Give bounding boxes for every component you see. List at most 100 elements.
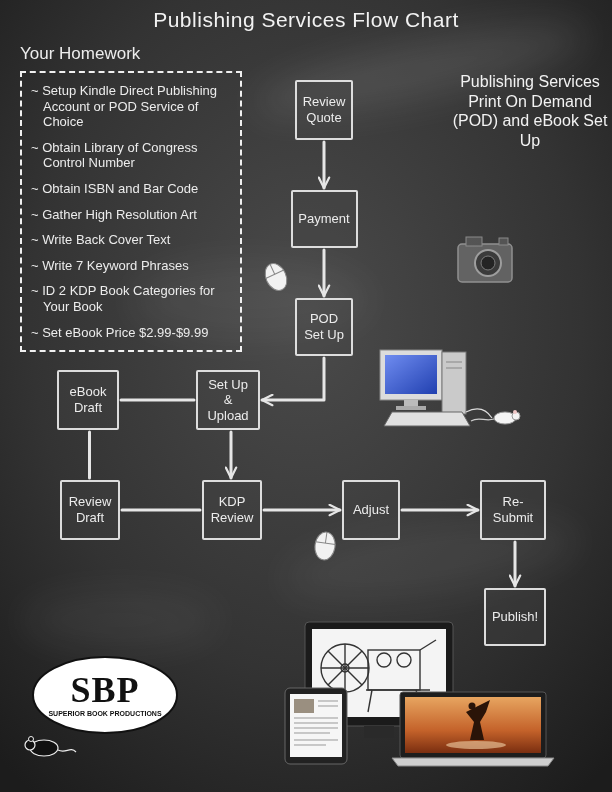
dashed-frame: ~ Setup Kindle Direct Publishing Account… [20,71,242,352]
process-box: Adjust [342,480,400,540]
desktop-computer [404,400,418,407]
laptop [392,692,554,766]
tablet [294,728,338,729]
printing-press-sketch [321,644,369,692]
flow-connector [323,250,326,296]
laptop [446,741,506,749]
tablet [318,701,338,702]
desktop-computer [380,350,492,426]
tablet [294,699,314,713]
flow-connector [402,509,478,512]
flow-connector [262,358,324,400]
tablet [294,733,330,734]
laptop [469,703,476,710]
process-box: eBook Draft [57,370,119,430]
side-heading: Publishing Services Print On Demand (POD… [452,72,608,150]
checklist-item: ~ Obtain ISBN and Bar Code [31,181,231,197]
box-label: Review Quote [301,94,347,125]
printing-press-sketch [368,690,372,712]
logo-oval [33,657,177,733]
tablet [285,688,347,764]
process-box: Re-Submit [480,480,546,540]
tablet [285,688,347,764]
mouse-icon [261,260,291,294]
laptop [400,692,546,758]
mouse-icon [313,531,337,562]
checklist-item: ~ Write 7 Keyword Phrases [31,258,231,274]
printing-press-sketch [366,689,430,690]
checklist-item: ~ Set eBook Price $2.99-$9.99 [31,325,231,341]
camera-sketch [466,237,482,246]
printing-press-sketch [420,640,436,650]
process-box: Payment [291,190,358,248]
tablet [294,740,338,741]
mouse-icon [266,270,284,278]
logo-text: SUPERIOR BOOK PRODUCTIONS [48,710,161,718]
black-rodent [58,750,76,752]
flow-connector [230,432,233,478]
flow-connector [323,142,326,188]
box-label: Publish! [490,609,540,625]
desktop-computer [380,350,442,400]
process-box: Review Quote [295,80,353,140]
checklist-item: ~ ID 2 KDP Book Categories for Your Book [31,283,231,314]
process-box: Set Up & Upload [196,370,260,430]
mouse-icon [313,531,337,562]
checklist-item: ~ Write Back Cover Text [31,232,231,248]
chart-title: Publishing Services Flow Chart [0,8,612,32]
tablet [294,718,338,719]
flow-connector [88,432,91,478]
printing-press-sketch [377,653,391,667]
process-box: KDP Review [202,480,262,540]
box-label: Payment [297,211,352,227]
tablet [318,706,338,707]
box-label: Re-Submit [486,494,540,525]
panel-heading: Your Homework [20,44,242,64]
camera-sketch [458,237,512,282]
logo-badge: SBP SUPERIOR BOOK PRODUCTIONS [31,655,179,735]
process-box: Review Draft [60,480,120,540]
checklist-item: ~ Gather High Resolution Art [31,207,231,223]
mouse-icon [261,260,291,294]
black-rodent [29,737,34,742]
chalk-smudge [20,590,220,650]
laptop [405,697,541,753]
printing-press-sketch [397,653,411,667]
desktop-computer [446,368,462,369]
mouse-icon [325,532,327,543]
process-box: POD Set Up [295,298,353,356]
camera-sketch [481,256,495,270]
laptop [466,700,490,740]
desktop-computer [385,355,437,394]
box-label: KDP Review [208,494,256,525]
laptop [392,758,554,766]
desktop-computer [446,362,462,363]
flow-connector [121,399,194,402]
flow-connector [514,542,517,586]
white-rodent [471,419,494,421]
tablet [294,745,326,746]
box-label: Set Up & Upload [202,377,254,424]
desktop-computer [442,352,466,414]
white-rodent [513,410,517,414]
camera-sketch [499,238,508,245]
black-rodent [25,737,76,757]
white-rodent [471,410,520,424]
box-label: Adjust [348,502,394,518]
desktop-computer [396,406,426,410]
flow-connector [264,509,340,512]
logo-text: SBP [70,672,139,708]
camera-sketch [475,250,501,276]
mouse-icon [316,542,336,545]
checklist-item: ~ Obtain Library of Congress Control Num… [31,140,231,171]
homework-panel: Your Homework ~ Setup Kindle Direct Publi… [20,44,242,352]
desktop-computer [466,409,492,418]
desktop-computer [384,412,470,426]
checklist-item: ~ Setup Kindle Direct Publishing Account… [31,83,231,130]
camera-sketch [458,244,512,282]
tablet [290,694,342,757]
flow-connector [122,509,200,512]
printing-press-sketch [328,651,362,685]
desktop-monitor [364,726,394,738]
